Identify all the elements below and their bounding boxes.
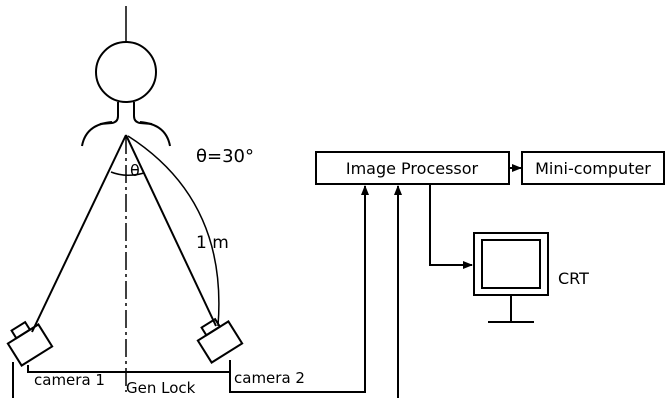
distance-label: 1 m: [196, 233, 229, 253]
camera-1-label: camera 1: [34, 371, 105, 389]
mini-computer-label: Mini-computer: [535, 159, 651, 178]
crt-label: CRT: [558, 269, 589, 288]
camera-1-icon: [6, 320, 54, 367]
camera2-to-processor-cable: [229, 185, 369, 393]
person-head-icon: [81, 41, 171, 147]
sight-line-camera2: [125, 134, 217, 327]
theta-value-label: θ=30°: [196, 146, 254, 167]
camera-2-icon: [196, 317, 244, 364]
theta-angle-arc: [110, 171, 145, 176]
theta-symbol: θ: [130, 161, 140, 180]
distance-arc: [127, 135, 220, 327]
image-processor-label: Image Processor: [346, 159, 479, 178]
camera-2-label: camera 2: [234, 369, 305, 387]
sight-line-camera1: [31, 134, 127, 333]
processor-to-crt-arrow: [429, 184, 473, 269]
gen-lock-label: Gen Lock: [126, 379, 196, 397]
mini-computer-box: [521, 151, 665, 185]
crt-monitor-icon: [473, 232, 549, 323]
